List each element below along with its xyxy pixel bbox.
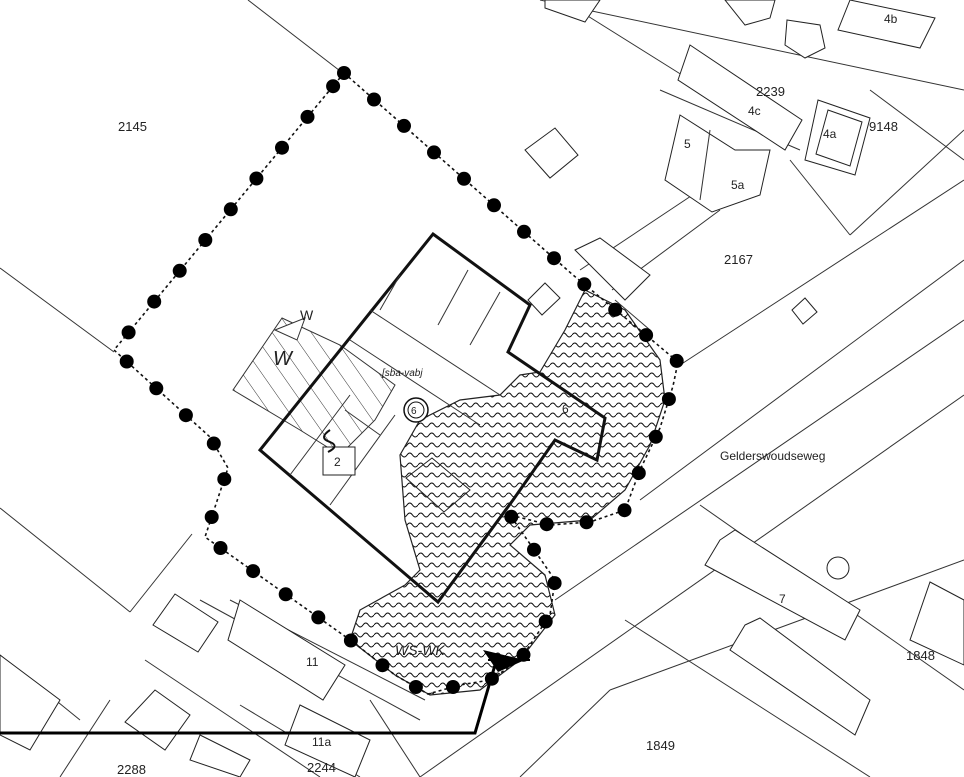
building-outline — [909, 581, 964, 666]
building-outline — [784, 19, 826, 59]
boundary-marker — [538, 614, 553, 629]
boundary-marker — [669, 353, 684, 368]
boundary-marker — [527, 542, 541, 557]
boundary-marker — [487, 198, 501, 213]
parcel-label-2288: 2288 — [117, 762, 146, 777]
house-number-2: 2 — [334, 455, 341, 469]
boundary-marker — [119, 354, 134, 369]
building-outline — [574, 237, 651, 301]
boundary-marker — [121, 325, 136, 340]
boundary-marker — [608, 302, 623, 317]
map-labels: 2145 2239 9148 2167 1849 1848 2288 2244 … — [117, 12, 935, 777]
boundary-marker — [147, 294, 162, 309]
building-outline — [729, 617, 871, 736]
parcel-label-2244: 2244 — [307, 760, 336, 775]
wind-direction-label: W — [300, 307, 314, 323]
building-function-label: [sba-vabj — [381, 368, 423, 379]
boundary-marker — [375, 658, 390, 673]
boundary-marker — [246, 564, 261, 579]
boundary-marker — [178, 408, 193, 423]
building-outline — [524, 127, 579, 179]
boundary-marker — [547, 576, 562, 591]
boundary-marker — [149, 381, 164, 396]
building-11 — [227, 599, 346, 701]
building-outline — [152, 593, 219, 653]
boundary-marker — [661, 392, 676, 407]
house-number-7: 7 — [779, 592, 786, 606]
boundary-marker — [517, 224, 531, 239]
boundary-marker — [300, 109, 315, 124]
parcel-label-1849: 1849 — [646, 738, 675, 753]
boundary-marker — [326, 79, 341, 94]
building-outline — [724, 0, 776, 26]
boundary-marker — [579, 515, 594, 530]
boundary-marker — [648, 429, 663, 444]
house-number-4a: 4a — [823, 127, 837, 141]
boundary-marker — [427, 145, 441, 160]
boundary-marker — [397, 118, 411, 133]
circle-number-label: 6 — [411, 406, 417, 417]
parcel-label-9148: 9148 — [869, 119, 898, 134]
boundary-marker — [504, 509, 519, 524]
boundary-marker — [617, 503, 632, 518]
building-outline — [791, 297, 818, 325]
main-building-outline — [257, 231, 607, 605]
boundary-marker — [217, 472, 232, 487]
building-outline — [189, 734, 251, 777]
thick-pointer-line — [0, 650, 530, 735]
boundary-marker — [213, 541, 228, 555]
diagonal-hatch-zone — [232, 317, 396, 456]
boundary-marker — [311, 610, 326, 625]
building-outline — [527, 282, 561, 316]
building-4b — [837, 0, 936, 49]
street-name: Gelderswoudseweg — [720, 449, 825, 463]
boundary-marker — [337, 66, 351, 80]
boundary-marker — [446, 680, 460, 694]
building-7 — [704, 529, 861, 641]
parcel-label-2167: 2167 — [724, 252, 753, 267]
building-outline — [0, 654, 61, 751]
boundary-marker — [577, 277, 592, 292]
building-outline — [124, 689, 191, 751]
boundary-marker — [198, 233, 213, 247]
boundary-marker — [275, 140, 289, 155]
house-number-4c: 4c — [748, 104, 761, 118]
boundary-marker — [408, 680, 423, 694]
house-number-5a: 5a — [731, 178, 745, 192]
boundary-marker — [547, 251, 561, 266]
boundary-marker — [631, 466, 646, 481]
boundary-marker — [457, 171, 471, 186]
house-number-5: 5 — [684, 137, 691, 151]
boundary-marker — [204, 510, 219, 524]
building-4c — [677, 44, 803, 151]
boundary-marker — [206, 436, 221, 451]
boundary-marker — [343, 633, 358, 648]
zone-label: WS-WK — [395, 642, 445, 658]
parcel-label-2145: 2145 — [118, 119, 147, 134]
house-number-4b: 4b — [884, 12, 898, 26]
house-number-11a: 11a — [312, 735, 331, 749]
boundary-marker — [223, 202, 238, 217]
building-5 — [664, 114, 771, 213]
house-number-6: 6 — [562, 402, 569, 416]
parcel-label-1848: 1848 — [906, 648, 935, 663]
boundary-marker — [172, 263, 187, 278]
circular-structure — [826, 556, 850, 580]
boundary-marker — [539, 517, 554, 532]
building-outline — [544, 0, 601, 23]
boundary-marker — [367, 92, 381, 107]
boundary-marker — [249, 171, 264, 186]
hatch-letter: W — [273, 348, 294, 370]
parcel-label-2239: 2239 — [756, 84, 785, 99]
boundary-marker — [639, 328, 654, 343]
boundary-marker — [278, 587, 293, 602]
boundary-marker — [516, 647, 531, 662]
house-number-11: 11 — [306, 655, 319, 669]
